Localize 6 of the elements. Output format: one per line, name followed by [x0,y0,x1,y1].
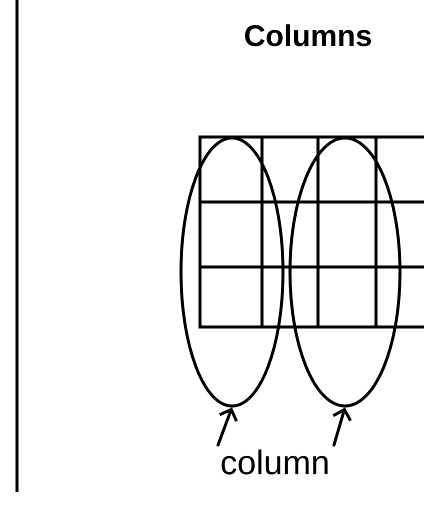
title: Columns [245,24,371,46]
selection-ellipse [288,136,402,408]
selection-ellipse [180,136,284,408]
label: column [222,450,328,474]
arrow [332,408,352,447]
arrow [216,408,238,447]
